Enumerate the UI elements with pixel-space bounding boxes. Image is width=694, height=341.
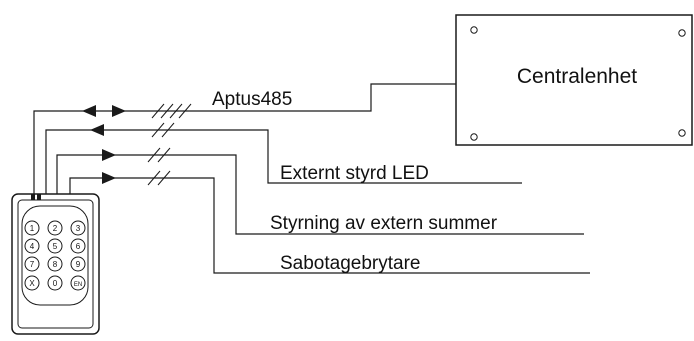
arrows — [82, 105, 126, 184]
svg-text:EN: EN — [74, 282, 82, 288]
cable-marks — [147, 103, 192, 186]
arrow-left-icon — [90, 124, 104, 136]
wire-led — [45, 129, 522, 194]
label-sabotage: Sabotagebrytare — [280, 253, 421, 274]
screw-hole — [470, 133, 478, 141]
wire-summer — [56, 154, 584, 235]
key-1: 1 — [24, 220, 40, 236]
key-8: 8 — [47, 256, 63, 272]
svg-text:2: 2 — [53, 224, 58, 233]
svg-text:1: 1 — [30, 224, 35, 233]
reader-housing — [11, 193, 100, 335]
keypad-keys: 1 2 3 4 5 6 7 8 9X 0 EN — [24, 220, 86, 291]
keypad-reader: 1 2 3 4 5 6 7 8 9X 0 EN — [11, 193, 100, 335]
key-9: 9 — [70, 256, 86, 272]
arrow-right-icon — [102, 172, 116, 184]
cable-mark-2-conductors — [147, 170, 171, 186]
svg-text:X: X — [29, 279, 35, 288]
arrow-right-icon — [102, 149, 116, 161]
central-unit-box — [455, 14, 693, 146]
key-0: 0 — [47, 275, 63, 291]
svg-text:0: 0 — [53, 279, 58, 288]
svg-text:8: 8 — [53, 260, 58, 269]
svg-text:4: 4 — [30, 242, 35, 251]
connector-pin — [37, 194, 41, 200]
key-en: EN — [70, 275, 86, 291]
label-led: Externt styrd LED — [280, 163, 429, 184]
wire-sabotage — [69, 177, 590, 274]
wire-aptus485 — [33, 83, 456, 194]
key-3: 3 — [70, 220, 86, 236]
key-2: 2 — [47, 220, 63, 236]
key-5: 5 — [47, 238, 63, 254]
screw-hole — [470, 26, 478, 34]
svg-text:6: 6 — [76, 242, 81, 251]
wires — [33, 83, 590, 274]
screw-hole — [678, 29, 686, 37]
connector-pin — [31, 194, 35, 200]
key-7: 7 — [24, 256, 40, 272]
keypad-area — [21, 205, 89, 306]
arrow-right-icon — [112, 105, 126, 117]
arrow-left-icon — [82, 105, 96, 117]
cable-mark-4-conductors — [151, 103, 192, 119]
svg-text:7: 7 — [30, 260, 35, 269]
central-unit-label: Centralenhet — [517, 65, 637, 88]
reader-bezel — [17, 199, 94, 329]
key-x: X — [24, 275, 40, 291]
label-aptus485: Aptus485 — [212, 89, 292, 110]
cable-mark-2-conductors — [147, 147, 171, 163]
central-unit: Centralenhet — [455, 14, 693, 146]
svg-text:3: 3 — [76, 224, 81, 233]
key-6: 6 — [70, 238, 86, 254]
cable-mark-2-conductors — [151, 122, 175, 138]
svg-text:5: 5 — [53, 242, 58, 251]
key-4: 4 — [24, 238, 40, 254]
screw-hole — [678, 129, 686, 137]
label-summer: Styrning av extern summer — [270, 213, 498, 234]
svg-text:9: 9 — [76, 260, 81, 269]
